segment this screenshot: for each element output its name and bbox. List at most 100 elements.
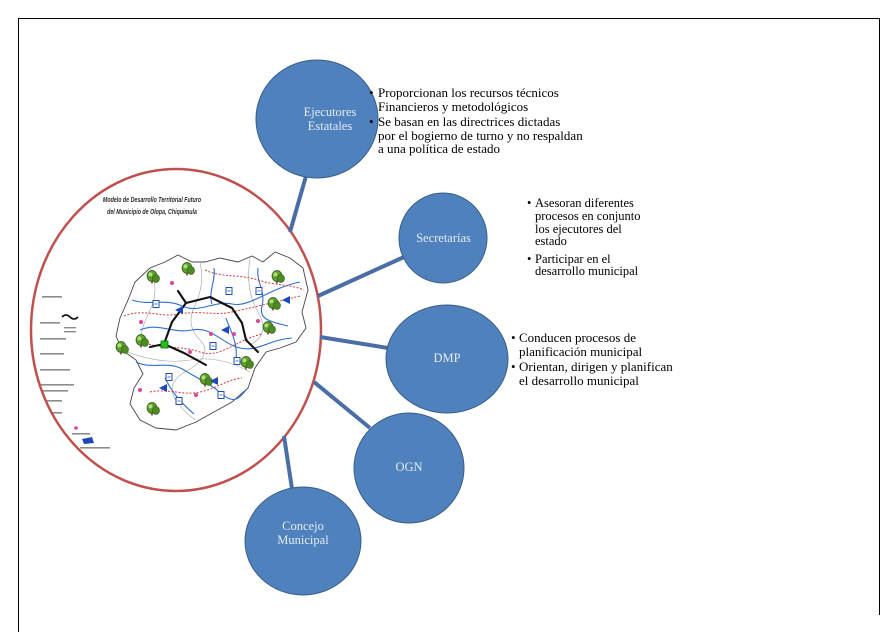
- building-icon: [175, 397, 183, 405]
- node-label-ejecutores-estatales: Ejecutores Estatales: [270, 60, 390, 178]
- point-marker-icon: [194, 393, 198, 397]
- legend-entry: [40, 384, 74, 386]
- node-label-line: Secretarías: [416, 231, 471, 245]
- note-line: los ejecutores del: [535, 221, 622, 236]
- note-line: planificación municipal: [519, 343, 643, 359]
- connector-ejecutores-estatales: [288, 175, 308, 233]
- map-title: Modelo de Desarrollo Territorial Futuro …: [99, 194, 205, 218]
- map-point-markers: [138, 281, 260, 397]
- point-marker-icon: [209, 332, 213, 336]
- note-dmp: • Conducen procesos de planificación mun…: [511, 331, 673, 387]
- node-secretarias: [398, 192, 488, 284]
- note-line: Se basan en las directrices dictadas: [378, 114, 561, 129]
- node-label-line: Concejo: [282, 519, 324, 533]
- bullet-icon: •: [527, 196, 532, 210]
- note-bullet-item: • Participar en el desarrollo municipal: [527, 251, 641, 279]
- legend-entry: [40, 369, 70, 371]
- point-marker-icon: [188, 350, 192, 354]
- note-bullet-item: • Se basan en las directrices dictadas p…: [369, 115, 583, 156]
- building-icon: [233, 357, 241, 365]
- bullet-icon: •: [511, 359, 516, 375]
- bullet-icon: •: [511, 330, 516, 345]
- note-line: a una política de estado: [378, 141, 501, 156]
- legend-entry: [40, 322, 60, 324]
- map-river: [257, 267, 289, 327]
- note-bullet-item: • Proporcionan los recursos técnicos Fin…: [369, 86, 583, 113]
- map-legend: [40, 296, 110, 449]
- map-route: [123, 295, 301, 317]
- connector-dmp: [319, 335, 389, 350]
- connector-concejo-municipal: [282, 435, 294, 490]
- legend-entry: [46, 412, 62, 414]
- note-ejecutores-estatales: • Proporcionan los recursos técnicos Fin…: [369, 86, 583, 156]
- legend-entry: [42, 296, 62, 298]
- connector-secretarias: [317, 255, 405, 298]
- bullet-icon: •: [369, 85, 374, 100]
- node-dmp: [385, 304, 509, 414]
- map-river: [164, 377, 195, 415]
- map-river: [225, 317, 237, 361]
- legend-road-line-icon: [61, 314, 79, 320]
- note-line: procesos en conjunto: [535, 208, 641, 223]
- map-highlight-marker: [160, 340, 169, 349]
- note-line: Proporcionan los recursos técnicos: [378, 85, 559, 100]
- bullet-icon: •: [527, 251, 532, 266]
- map-main-road: [148, 289, 260, 367]
- point-marker-icon: [170, 281, 174, 285]
- note-line: por el bogierno de turno y no respaldan: [378, 127, 583, 143]
- map-river: [210, 267, 215, 305]
- building-icon: [209, 342, 217, 350]
- building-icon: [152, 300, 160, 308]
- map-river: [139, 326, 293, 350]
- legend-entry: [40, 353, 64, 355]
- building-icon: [225, 287, 233, 295]
- node-label-concejo-municipal: Concejo Municipal: [245, 487, 361, 579]
- legend-entry: [42, 400, 62, 402]
- nodes: [244, 59, 509, 596]
- node-ogn: [353, 412, 465, 524]
- point-marker-icon: [138, 388, 142, 392]
- legend-entry: [72, 433, 90, 435]
- map-route: [204, 269, 305, 291]
- node-label-line: OGN: [395, 460, 423, 474]
- legend-entry: [64, 327, 76, 329]
- node-ejecutores-estatales: [255, 59, 379, 179]
- legend-entry: [40, 338, 66, 340]
- slide-frame: [18, 18, 880, 632]
- note-line: Asesoran diferentes: [535, 196, 634, 210]
- legend-entry: [64, 331, 76, 333]
- map-ring: [29, 167, 323, 493]
- note-line: el desarrollo municipal: [519, 372, 639, 388]
- note-line: Participar en el: [535, 251, 611, 266]
- node-label-line: Ejecutores: [303, 105, 357, 119]
- note-line: Conducen procesos de: [519, 330, 636, 345]
- legend-point-marker-icon: [74, 426, 78, 430]
- building-icon: [255, 287, 263, 295]
- connectors: [282, 175, 405, 490]
- note-line: desarrollo municipal: [535, 264, 639, 279]
- node-concejo-municipal: [244, 486, 362, 596]
- building-icon: [165, 373, 173, 381]
- legend-entry: [80, 447, 110, 449]
- map-image: [32, 170, 320, 490]
- legend-area-icon: [82, 437, 94, 444]
- note-line: Financieros y metodológicos: [378, 98, 529, 114]
- note-line: estado: [535, 234, 567, 249]
- map-title-line: del Municipio de Olopa, Chiquimula: [107, 208, 197, 217]
- point-marker-icon: [232, 332, 236, 336]
- node-label-secretarias: Secretarías: [400, 193, 487, 283]
- note-bullet-item: • Orientan, dirigen y planifican el desa…: [511, 360, 673, 387]
- note-line: Orientan, dirigen y planifican: [519, 359, 673, 375]
- bullet-icon: •: [369, 114, 374, 129]
- note-secretarias: • Asesoran diferentes procesos en conjun…: [527, 197, 641, 278]
- node-label-line: DMP: [433, 351, 461, 365]
- map-title-line: Modelo de Desarrollo Territorial Futuro: [102, 196, 202, 205]
- note-bullet-item: • Asesoran diferentes procesos en conjun…: [527, 197, 641, 248]
- node-label-dmp: DMP: [386, 305, 508, 411]
- note-bullet-item: • Conducen procesos de planificación mun…: [511, 331, 673, 358]
- node-label-ogn: OGN: [354, 413, 464, 521]
- point-marker-icon: [256, 319, 260, 323]
- point-marker-icon: [139, 320, 143, 324]
